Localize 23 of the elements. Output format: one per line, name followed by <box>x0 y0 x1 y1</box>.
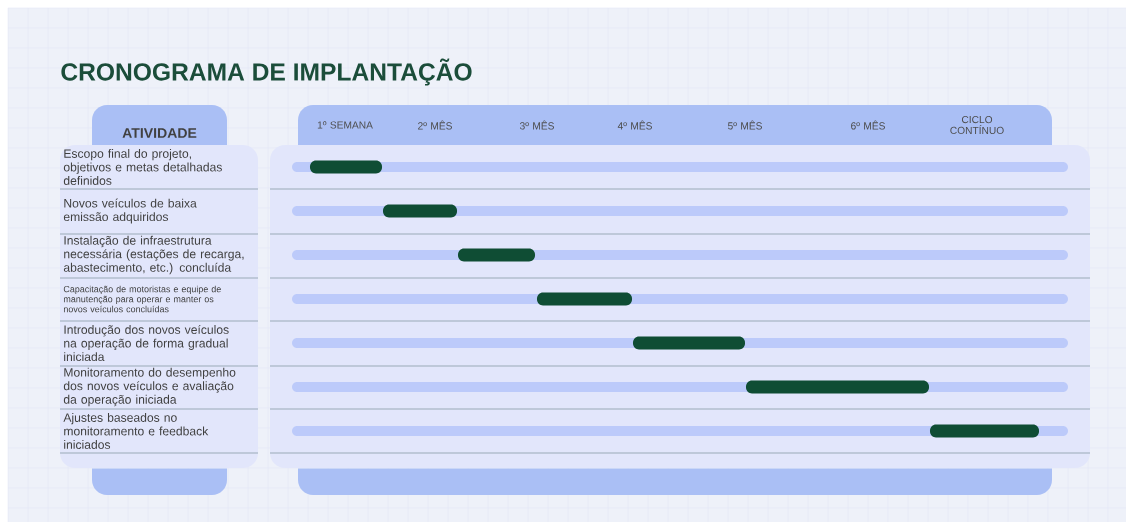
gantt-bar <box>310 160 382 174</box>
gantt-bar <box>746 380 929 394</box>
column-header: CICLO CONTÍNUO <box>950 115 1004 135</box>
footer-tab <box>298 468 1052 495</box>
column-header: 4º MÊS <box>617 120 652 130</box>
activity-text: Ajustes baseados no monitoramento e feedback iniciados <box>63 413 209 449</box>
activity-text: Novos veículos de baixa emissão adquiridos <box>63 198 197 224</box>
activity-text: Capacitação de motoristas e equipe de manutenção para operar e manter os novos veículos concluídas <box>63 285 221 313</box>
footer-tab <box>92 468 227 495</box>
column-header: 2º MÊS <box>418 120 452 130</box>
column-header: 1º SEMANA <box>317 121 373 129</box>
title: CRONOGRAMA DE IMPLANTAÇÃO <box>61 58 472 86</box>
gantt-bar <box>383 204 457 218</box>
activity-text: Introdução dos novos veículos na operação de forma gradual iniciada <box>64 324 229 362</box>
gantt-bar <box>537 292 632 306</box>
column-header: 5º MÊS <box>728 120 762 130</box>
activity-text: Instalação de infraestrutura necessária (estações de recarga, abastecimento, etc.) concluída <box>63 235 244 275</box>
column-header: 3º MÊS <box>519 120 554 130</box>
gantt-bar <box>930 424 1039 438</box>
activity-text: Monitoramento do desempenho dos novos veículos e avaliação da operação iniciada <box>63 367 236 407</box>
gantt-bar <box>633 336 745 350</box>
gantt-bar <box>458 248 535 262</box>
column-header: 6º MÊS <box>851 120 885 130</box>
